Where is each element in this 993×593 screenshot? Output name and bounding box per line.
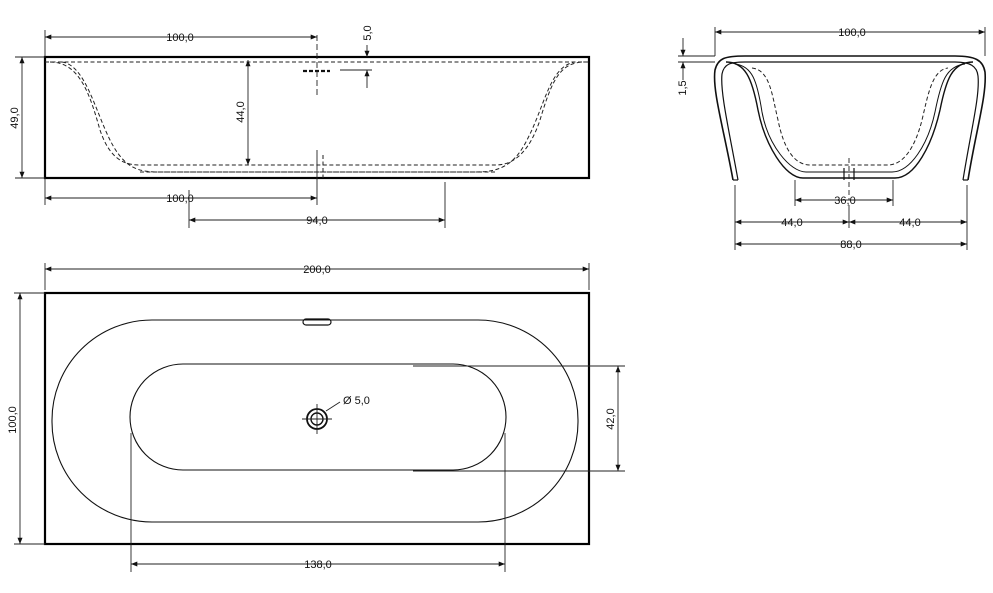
dim-text: 44,0 [781,217,802,229]
plan-rim-oval [51,319,579,523]
dim-text: 42,0 [605,408,617,429]
overflow-slot [302,318,332,326]
outer-basin-profile [61,61,576,173]
dim-text: 36,0 [834,195,855,207]
dim-text: 94,0 [306,215,327,227]
dim-text: 100,0 [838,27,866,39]
plan-outline [43,291,591,546]
side-elevation-view: 100,0 5,0 49,0 44,0 100,0 94,0 [9,25,591,228]
dim-text: 1,5 [677,80,689,95]
dim-text: 44,0 [899,217,920,229]
dim-text: Ø 5,0 [343,395,370,407]
end-basin-wall [725,61,974,179]
end-outer-shell [713,55,987,181]
plan-view: Ø 5,0 200,0 100,0 42,0 138,0 [7,263,625,572]
drain-leader [325,401,341,412]
dim-text: 200,0 [303,264,331,276]
end-basin-wall-inner [734,63,966,173]
end-basin-hidden [751,67,949,166]
dim-text: 44,0 [235,101,247,122]
plan-basin-oval [129,363,507,471]
dim-text: 88,0 [840,239,861,251]
end-outer-shell-inner-edge [721,61,979,181]
inner-basin-profile [49,61,586,166]
dim-text: 49,0 [9,107,21,128]
dim-text: 100,0 [166,193,194,205]
dim-text: 100,0 [7,406,19,434]
end-elevation-view: 100,0 1,5 36,0 44,0 44,0 88,0 [677,27,987,251]
dim-text: 100,0 [166,32,194,44]
dim-text: 138,0 [304,559,332,571]
dim-text: 5,0 [362,25,374,40]
